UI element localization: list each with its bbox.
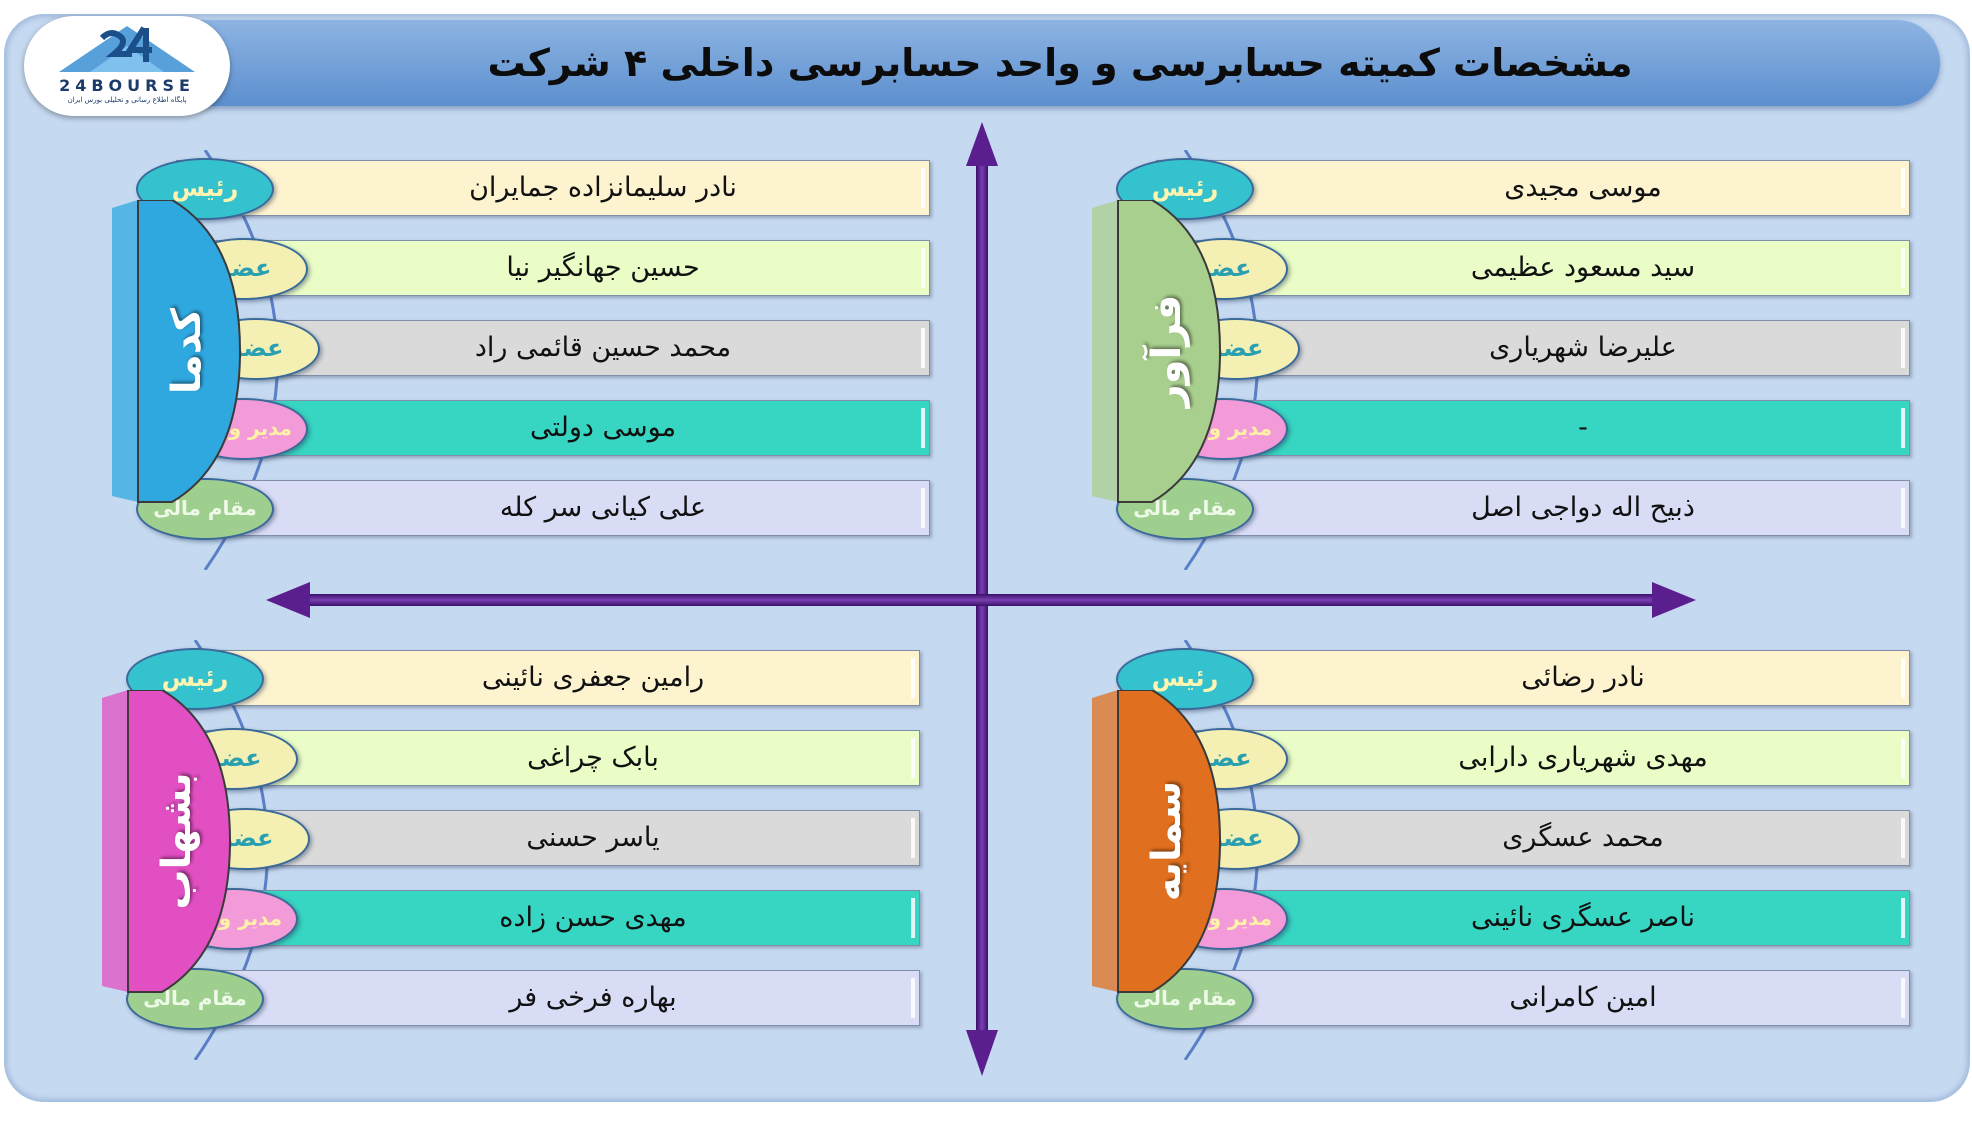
member-row: ذبیح اله دواجی اصل xyxy=(1156,480,1910,536)
member-name: بابک چراغی xyxy=(527,742,659,773)
company-name: سمایه xyxy=(1144,780,1190,902)
member-name: محمد عسگری xyxy=(1502,822,1664,853)
member-row: مهدی حسن زاده xyxy=(166,890,920,946)
row-edge-highlight xyxy=(921,328,925,368)
member-name: علی کیانی سر کله xyxy=(499,492,707,523)
row-edge-highlight xyxy=(1901,408,1905,448)
logo-mark-icon xyxy=(59,26,195,72)
row-edge-highlight xyxy=(911,818,915,858)
row-edge-highlight xyxy=(911,898,915,938)
logo-subtitle: پایگاه اطلاع رسانی و تحلیلی بورس ایران xyxy=(67,96,187,104)
row-edge-highlight xyxy=(1901,328,1905,368)
member-name: سید مسعود عظیمی xyxy=(1470,252,1696,283)
member-name: - xyxy=(1578,412,1588,443)
row-edge-highlight xyxy=(911,738,915,778)
company-tab xyxy=(1092,690,1222,993)
member-row: نادر رضائی xyxy=(1156,650,1910,706)
logo-wordmark: 24BOURSE xyxy=(59,76,195,95)
member-name: ذبیح اله دواجی اصل xyxy=(1471,492,1695,523)
company-tab xyxy=(112,200,242,503)
row-edge-highlight xyxy=(1901,738,1905,778)
member-name: موسی دولتی xyxy=(529,412,677,443)
row-edge-highlight xyxy=(911,978,915,1018)
member-name: مهدی حسن زاده xyxy=(499,902,687,933)
company-tab xyxy=(102,690,232,993)
row-edge-highlight xyxy=(1901,658,1905,698)
member-row: علی کیانی سر کله xyxy=(176,480,930,536)
row-edge-highlight xyxy=(1901,168,1905,208)
member-row: بهاره فرخی فر xyxy=(166,970,920,1026)
bourse24-logo: 24BOURSE پایگاه اطلاع رسانی و تحلیلی بور… xyxy=(24,16,230,116)
member-name: رامین جعفری نائینی xyxy=(481,662,705,693)
member-row: مهدی شهریاری دارابی xyxy=(1156,730,1910,786)
member-name: ناصر عسگری نائینی xyxy=(1471,902,1695,933)
row-edge-highlight xyxy=(1901,898,1905,938)
member-name: نادر رضائی xyxy=(1521,662,1645,693)
company-name: بشهاب xyxy=(154,772,200,910)
row-edge-highlight xyxy=(1901,488,1905,528)
row-edge-highlight xyxy=(921,168,925,208)
member-name: حسین جهانگیر نیا xyxy=(506,252,700,283)
row-edge-highlight xyxy=(1901,818,1905,858)
page-title: مشخصات کمیته حسابرسی و واحد حسابرسی داخل… xyxy=(487,41,1633,85)
member-name: علیرضا شهریاری xyxy=(1489,332,1677,363)
title-bar xyxy=(32,20,1940,106)
row-edge-highlight xyxy=(1901,978,1905,1018)
member-name: بهاره فرخی فر xyxy=(509,982,677,1013)
company-tab xyxy=(1092,200,1222,503)
member-name: یاسر حسنی xyxy=(526,822,660,853)
member-name: محمد حسین قائمی راد xyxy=(474,332,732,363)
member-name: امین کامرانی xyxy=(1509,982,1657,1013)
row-edge-highlight xyxy=(921,488,925,528)
member-name: موسی مجیدی xyxy=(1504,172,1662,203)
row-edge-highlight xyxy=(921,248,925,288)
member-name: نادر سلیمانزاده جمایران xyxy=(469,172,737,203)
member-row: موسی مجیدی xyxy=(1156,160,1910,216)
member-name: مهدی شهریاری دارابی xyxy=(1458,742,1708,773)
row-edge-highlight xyxy=(911,658,915,698)
role-badge-financial-officer: مقام مالی xyxy=(1116,968,1254,1030)
member-row: نادر سلیمانزاده جمایران xyxy=(176,160,930,216)
company-name: فرآور xyxy=(1144,294,1190,408)
member-row: رامین جعفری نائینی xyxy=(166,650,920,706)
row-edge-highlight xyxy=(921,408,925,448)
company-name: کدما xyxy=(164,307,210,395)
row-edge-highlight xyxy=(1901,248,1905,288)
member-row: امین کامرانی xyxy=(1156,970,1910,1026)
